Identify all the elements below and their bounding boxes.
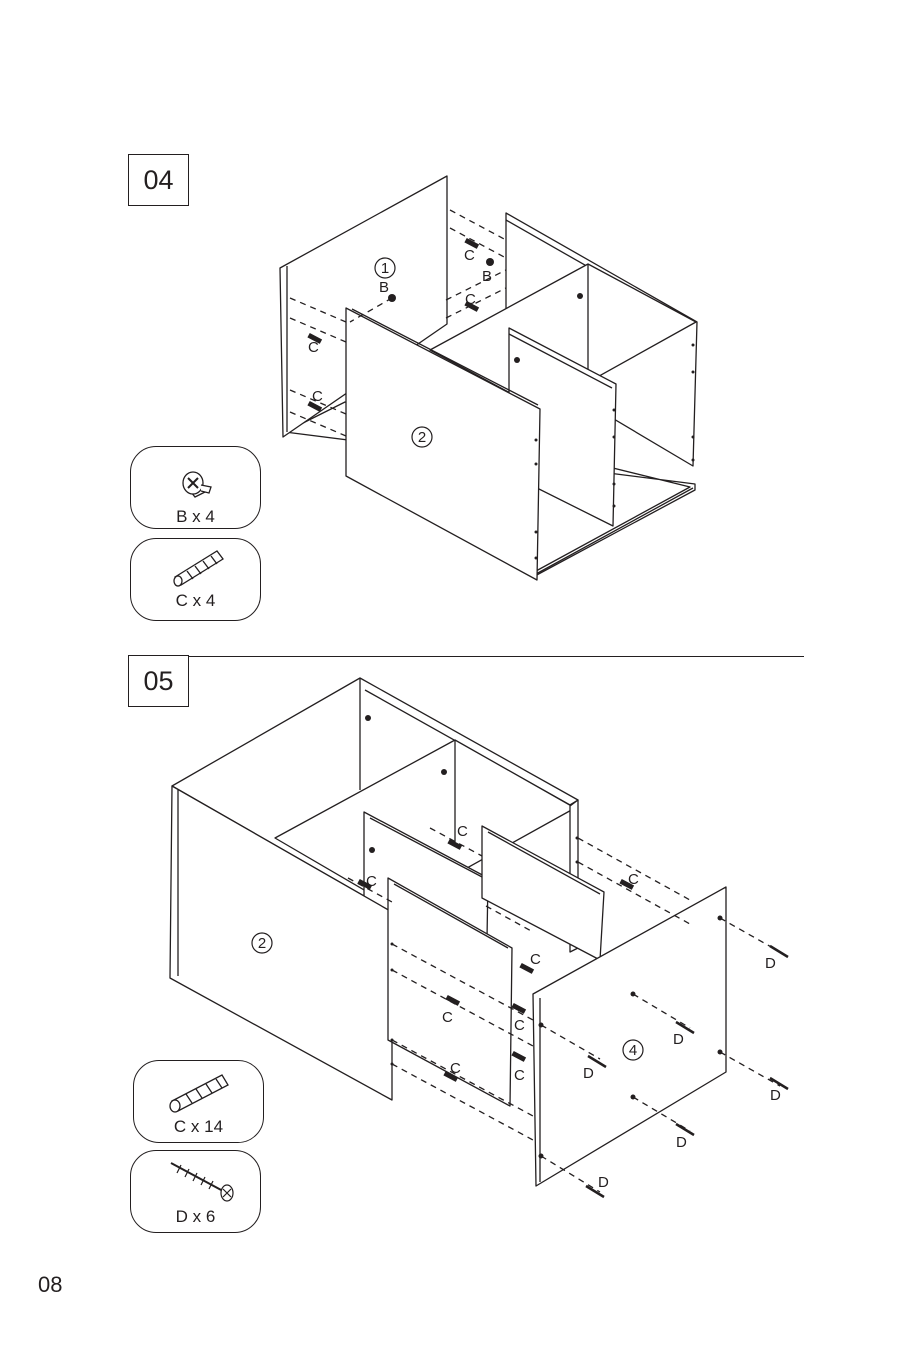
hardware-screw-label: D x 6	[131, 1207, 260, 1227]
hardware-dowel-label: C x 4	[131, 591, 260, 611]
step-05-part-4-callout: 4	[629, 1042, 637, 1059]
step-05-fastener-d-label: D	[673, 1031, 684, 1048]
hardware-card-dowel: C x 4	[130, 538, 261, 621]
step-05-fastener-c-label: C	[530, 951, 541, 968]
step-05-fastener-c-label: C	[628, 871, 639, 888]
hardware-card-screw: D x 6	[130, 1150, 261, 1233]
step-04-fastener-c-label: C	[465, 291, 476, 308]
step-04-fastener-c-label: C	[312, 388, 323, 405]
step-05-fastener-d-label: D	[765, 955, 776, 972]
step-04-fastener-b-label: B	[379, 279, 389, 296]
hardware-dowel-step-05-label: C x 14	[134, 1117, 263, 1137]
hardware-card-cam-lock: B x 4	[130, 446, 261, 529]
step-04-part-2-callout: 2	[418, 429, 426, 446]
step-05-fastener-d-label: D	[770, 1087, 781, 1104]
step-04-fastener-b-label: B	[482, 268, 492, 285]
step-05-fastener-c-label: C	[514, 1067, 525, 1084]
step-05-part-2-callout: 2	[258, 935, 266, 952]
step-04-drawing	[280, 176, 697, 580]
step-04-fastener-c-label: C	[464, 247, 475, 264]
step-05-fastener-c-label: C	[366, 873, 377, 890]
page-number: 08	[38, 1272, 62, 1298]
step-04-part-1-callout: 1	[381, 260, 389, 277]
hardware-cam-lock-label: B x 4	[131, 507, 260, 527]
step-05-divider-panel-right	[482, 826, 604, 960]
step-05-fastener-d-label: D	[598, 1174, 609, 1191]
hardware-card-dowel-step-05: C x 14	[133, 1060, 264, 1143]
step-04-fastener-c-label: C	[308, 339, 319, 356]
step-05-fastener-c-label: C	[514, 1017, 525, 1034]
step-05-fastener-d-label: D	[583, 1065, 594, 1082]
step-05-fastener-c-label: C	[442, 1009, 453, 1026]
step-05-fastener-d-label: D	[676, 1134, 687, 1151]
step-05-fastener-c-label: C	[457, 823, 468, 840]
step-05-fastener-c-label: C	[450, 1060, 461, 1077]
